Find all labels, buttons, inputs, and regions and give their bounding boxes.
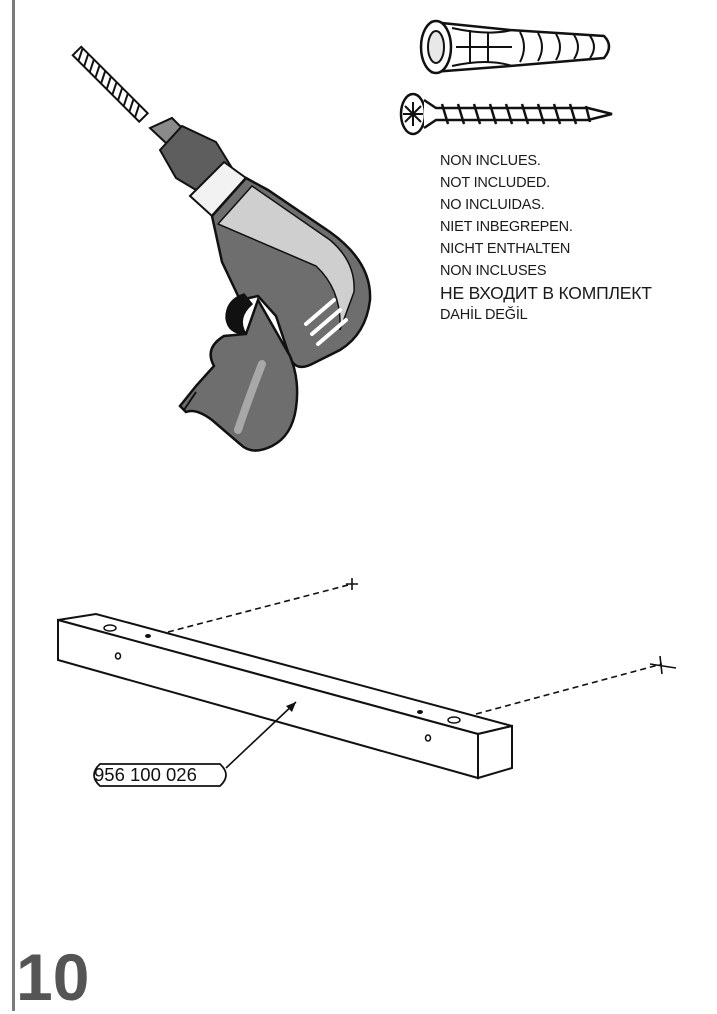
not-included-notice: NON INCLUES. NOT INCLUDED. NO INCLUIDAS.… (440, 150, 652, 326)
margin-rule (12, 0, 15, 1011)
notice-line: DAHİL DEĞİL (440, 307, 528, 323)
notice-line: NON INCLUES. (440, 153, 541, 169)
notice-line: НЕ ВХОДИТ В КОМПЛЕКТ (440, 283, 652, 303)
wooden-rail-illustration (57, 578, 677, 780)
notice-line: NICHT ENTHALTEN (440, 241, 571, 257)
page-number: 10 (16, 940, 90, 1014)
part-number-label: 956 100 026 (94, 764, 197, 785)
part-label-bubble (93, 763, 227, 787)
notice-line: NOT INCLUDED. (440, 175, 550, 191)
screw-icon (399, 92, 613, 136)
wall-plug-icon (419, 19, 611, 75)
notice-line: NO INCLUIDAS. (440, 197, 545, 213)
drill-icon (71, 45, 372, 452)
notice-line: NIET INBEGREPEN. (440, 219, 573, 235)
notice-line: NON INCLUSES (440, 263, 547, 279)
